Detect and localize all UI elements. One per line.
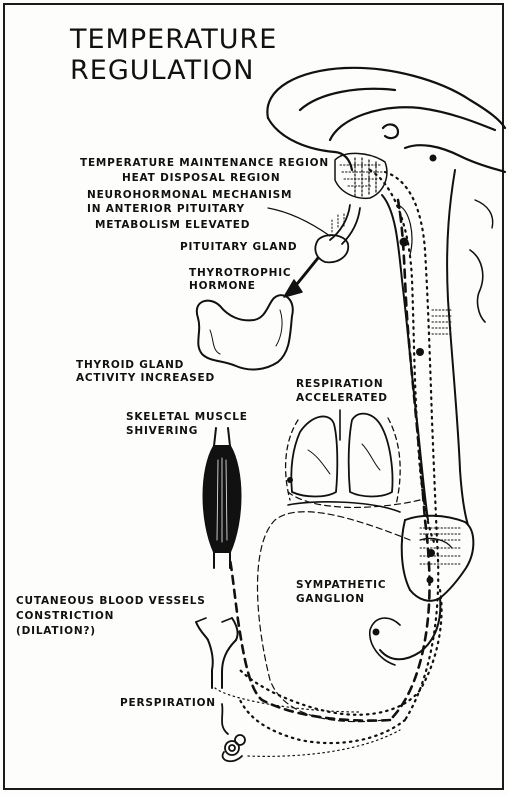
label-respiration-1: RESPIRATION [296, 377, 383, 391]
label-thyrotrophic-1: THYROTROPHIC [189, 266, 291, 280]
page-title: TEMPERATURE REGULATION [70, 24, 470, 86]
label-sympathetic-2: GANGLION [296, 592, 365, 606]
thyroid-gland [197, 295, 293, 369]
pointer-line [268, 208, 330, 236]
lungs [288, 410, 400, 512]
skeletal-muscle [204, 428, 241, 568]
blood-vessel [196, 618, 238, 688]
label-perspiration: PERSPIRATION [120, 696, 216, 710]
pituitary-gland-shape [315, 205, 360, 262]
label-sympathetic-1: SYMPATHETIC [296, 578, 386, 592]
label-skeletal-1: SKELETAL MUSCLE [126, 410, 248, 424]
label-neurohormonal-2: IN ANTERIOR PITUITARY [87, 202, 245, 216]
label-thyroid-2: ACTIVITY INCREASED [76, 371, 215, 385]
label-metabolism: METABOLISM ELEVATED [95, 218, 250, 232]
nerve-path-thin [258, 492, 421, 722]
nerve-path-vessel [215, 688, 360, 712]
label-thyroid-1: THYROID GLAND [76, 358, 184, 372]
label-cutaneous-1: CUTANEOUS BLOOD VESSELS [16, 594, 206, 608]
label-heat-disposal: HEAT DISPOSAL REGION [122, 171, 280, 185]
spinal-cord [382, 170, 493, 525]
label-temperature-maintenance: TEMPERATURE MAINTENANCE REGION [80, 156, 329, 170]
label-pituitary: PITUITARY GLAND [180, 240, 297, 254]
label-respiration-2: ACCELERATED [296, 391, 388, 405]
label-neurohormonal-1: NEUROHORMONAL MECHANISM [87, 188, 292, 202]
label-thyrotrophic-2: HORMONE [189, 279, 256, 293]
sweat-gland [222, 704, 245, 761]
label-cutaneous-2: CONSTRICTION [16, 609, 114, 623]
label-skeletal-2: SHIVERING [126, 424, 198, 438]
label-cutaneous-3: (DILATION?) [16, 624, 96, 638]
hypothalamus-region [335, 153, 387, 198]
